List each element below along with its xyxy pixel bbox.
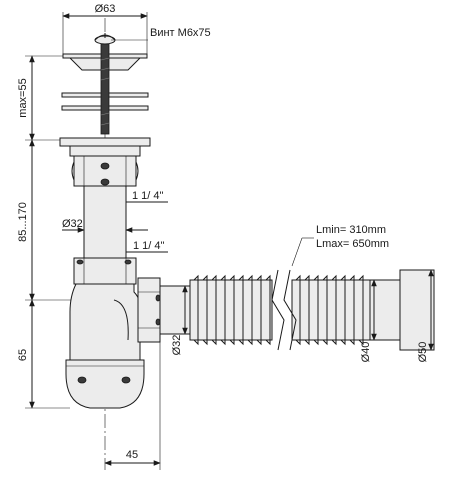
bottle-height-dimension: 65 — [17, 299, 70, 409]
hose-rib — [265, 274, 271, 346]
top-diameter-dimension: Ø63 — [62, 3, 148, 55]
offset-label: 45 — [126, 449, 138, 461]
hose-rib — [193, 274, 199, 346]
pipe-diameter-dimension: Ø32 — [62, 218, 148, 233]
adjust-range-label: 85...170 — [17, 202, 29, 242]
hose-rib — [229, 274, 235, 346]
hose-break-mark — [271, 269, 297, 351]
side-outlet-nut — [137, 277, 191, 343]
hose-rib — [238, 274, 244, 346]
screw-callout: Винт М6х75 — [111, 27, 211, 41]
lmax-label: Lmax= 650mm — [316, 238, 389, 250]
hose-inner-diameter-dimension: Ø40 — [360, 279, 377, 363]
hose-segment — [291, 279, 371, 341]
hose-rib — [340, 274, 346, 346]
hose-inner-diameter-label: Ø40 — [360, 342, 372, 363]
sink-flange — [59, 137, 151, 157]
max-height-dimension: max=55 — [17, 55, 63, 141]
thread-lower-label: 1 1/ 4" — [133, 240, 165, 252]
hose-rib — [256, 274, 262, 346]
corrugated-hose — [189, 274, 371, 346]
vertical-tube — [83, 185, 127, 259]
outlet-diameter-label: Ø32 — [171, 335, 183, 356]
offset-dimension: 45 — [104, 334, 161, 470]
hose-rib — [349, 274, 355, 346]
upper-nut — [71, 155, 139, 187]
screw — [94, 33, 116, 135]
hose-rib — [247, 274, 253, 346]
max-height-label: max=55 — [17, 78, 29, 117]
hose-segment — [189, 279, 273, 341]
hose-rib — [220, 274, 226, 346]
lmin-label: Lmin= 310mm — [316, 224, 386, 236]
hose-rib — [304, 274, 310, 346]
bottle-height-label: 65 — [17, 349, 29, 361]
top-diameter-label: Ø63 — [95, 3, 116, 15]
hose-end-connector — [369, 269, 435, 351]
bottle-trap — [65, 257, 145, 409]
pipe-diameter-label: Ø32 — [62, 218, 83, 230]
hose-rib — [211, 274, 217, 346]
thread-upper-dimension: 1 1/ 4" — [125, 190, 168, 203]
hose-rib — [322, 274, 328, 346]
hose-outer-diameter-dimension: Ø50 — [417, 269, 434, 363]
hose-rib — [358, 274, 364, 346]
outlet-diameter-dimension: Ø32 — [171, 285, 188, 356]
hose-outer-diameter-label: Ø50 — [417, 342, 429, 363]
thread-lower-dimension: 1 1/ 4" — [125, 240, 168, 256]
hose-rib — [313, 274, 319, 346]
thread-upper-label: 1 1/ 4" — [132, 190, 164, 202]
hose-rib — [295, 274, 301, 346]
hose-length-callout: Lmin= 310mm Lmax= 650mm — [291, 224, 389, 267]
hose-rib — [202, 274, 208, 346]
hose-rib — [331, 274, 337, 346]
screw-label: Винт М6х75 — [150, 27, 211, 39]
